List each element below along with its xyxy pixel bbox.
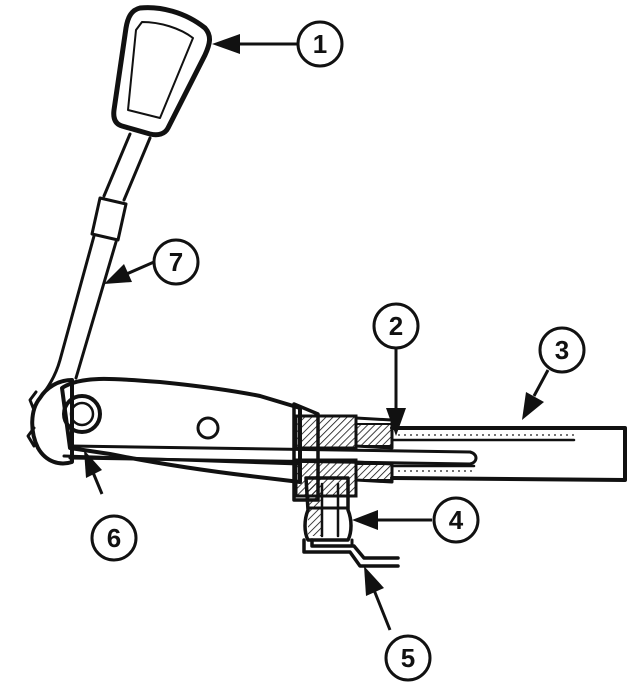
pivot-arm [26,376,302,484]
lever-shaft [36,132,152,402]
callout-1: 1 [296,20,344,68]
callout-1-label: 1 [313,29,327,59]
callout-6: 6 [90,514,138,562]
callout-7: 7 [152,238,200,286]
callout-2-label: 2 [389,311,403,341]
leader-arrows [84,34,550,631]
callout-6-label: 6 [107,523,121,553]
callout-5: 5 [384,634,432,682]
outer-tube [390,426,627,482]
callout-4: 4 [432,496,480,544]
gear-knob [111,5,212,138]
callout-3-label: 3 [555,335,569,365]
boss-fitting [303,476,353,542]
callout-4-label: 4 [449,505,464,535]
callout-7-label: 7 [169,247,183,277]
callout-5-label: 5 [401,643,415,673]
mounting-bracket [302,538,400,568]
callout-3: 3 [538,326,586,374]
callout-2: 2 [372,302,420,350]
housing [292,402,394,502]
selector-rod [68,444,478,466]
